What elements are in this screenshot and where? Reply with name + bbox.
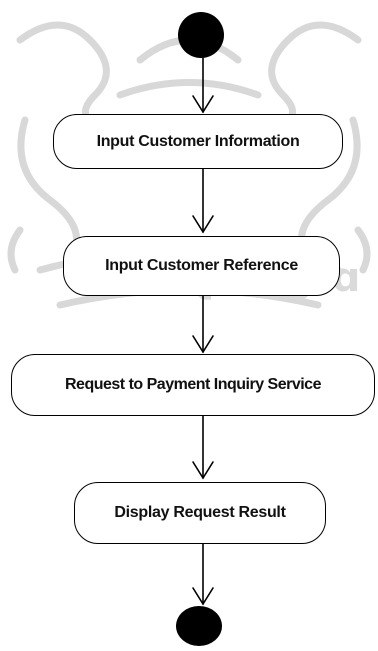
activity-label: Input Customer Information [96, 132, 300, 150]
flow-arrowhead [192, 461, 214, 480]
activity-label: Request to Payment Inquiry Service [65, 376, 321, 393]
activity-display-request-result: Display Request Result [74, 482, 326, 544]
initial-node [178, 12, 224, 58]
flow-arrowhead [192, 215, 214, 234]
flow-arrowhead [192, 587, 214, 606]
activity-input-customer-information: Input Customer Information [53, 114, 343, 169]
activity-label: Display Request Result [114, 504, 286, 521]
final-node [176, 606, 222, 646]
activity-request-to-payment-inquiry-service: Request to Payment Inquiry Service [11, 354, 375, 416]
activity-label: Input Customer Reference [105, 257, 298, 274]
flow-arrowhead [192, 335, 214, 354]
flow-arrowhead [192, 95, 214, 114]
activity-input-customer-reference: Input Customer Reference [63, 236, 340, 296]
